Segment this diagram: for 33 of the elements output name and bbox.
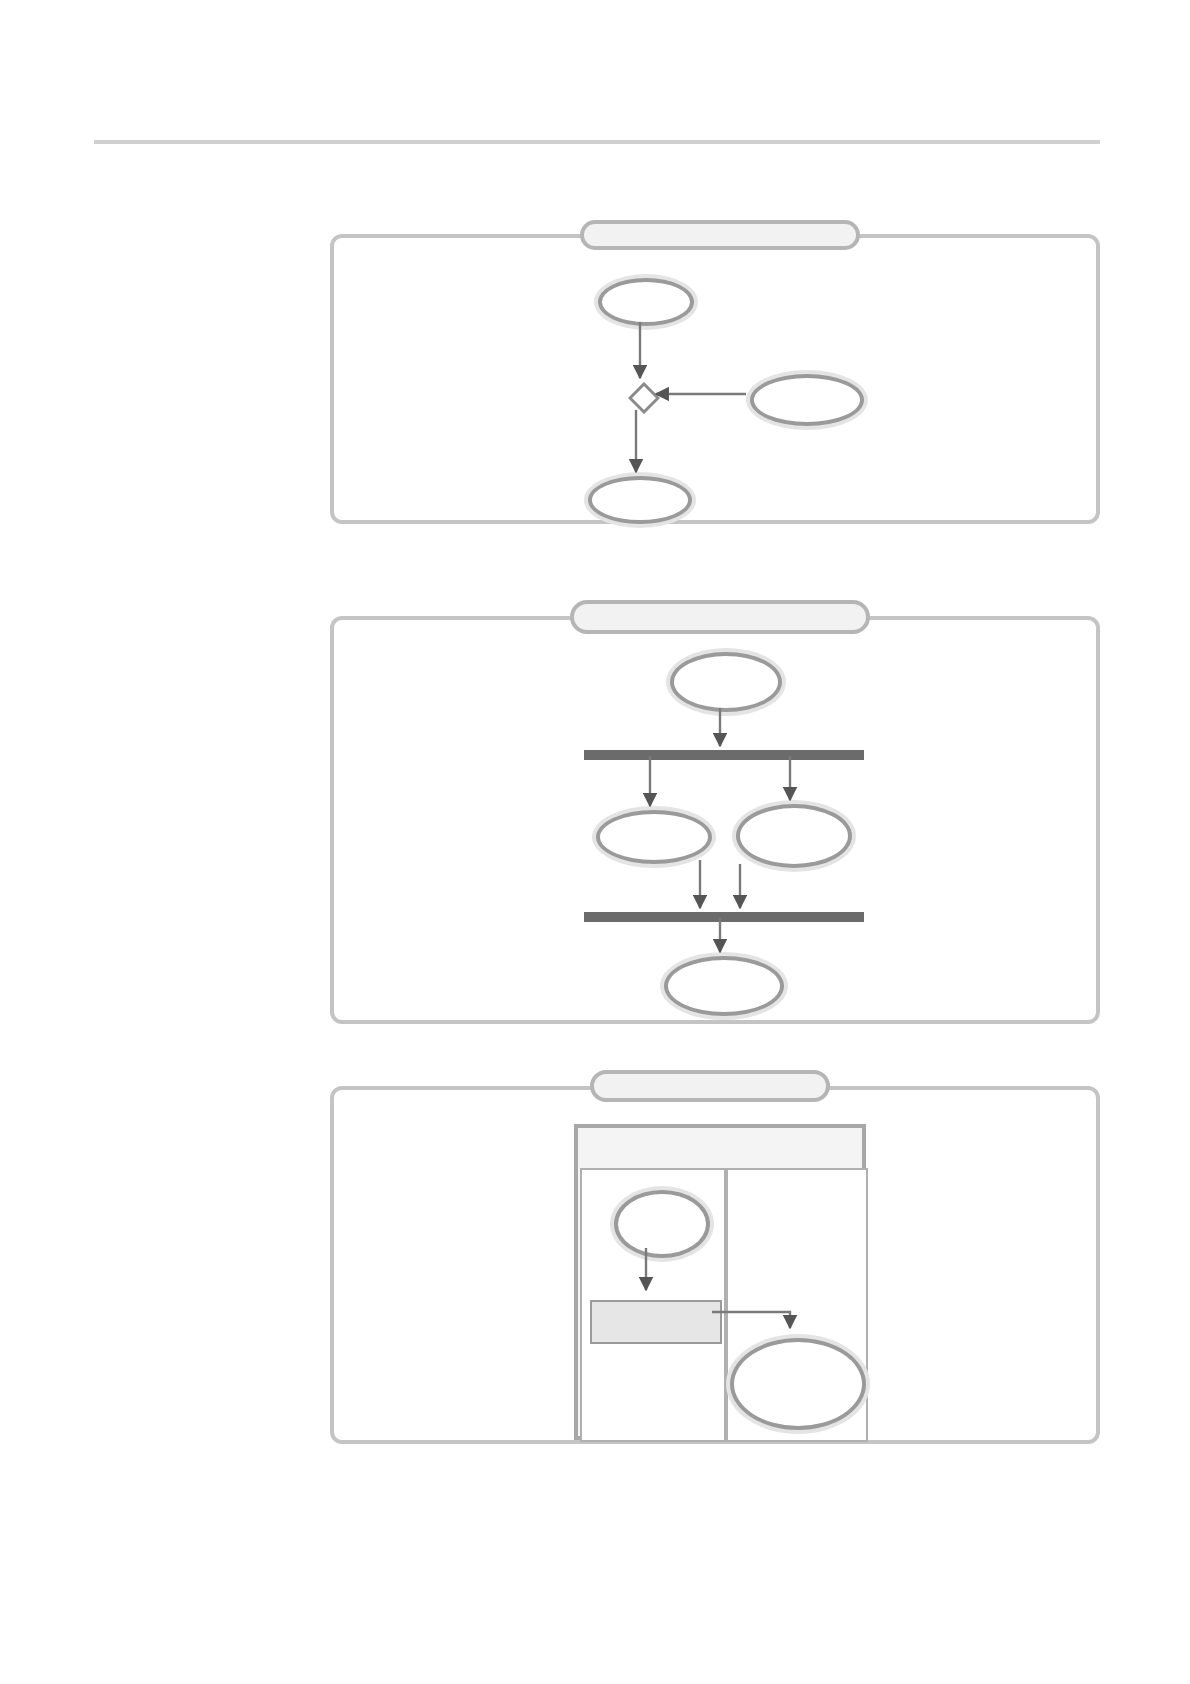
activity-oval [670, 652, 782, 712]
panel-frame [330, 616, 1100, 1024]
object-box [590, 1300, 722, 1344]
arrow [654, 386, 746, 402]
arrow [712, 918, 728, 954]
title-tab [580, 220, 860, 250]
swimlane [580, 1168, 726, 1442]
arrow [628, 410, 644, 474]
panel-frame [330, 234, 1100, 524]
sync-bar [584, 750, 864, 760]
activity-oval [750, 374, 864, 426]
activity-oval [614, 1190, 710, 1258]
swimlane [726, 1168, 868, 1442]
arrow [642, 756, 658, 808]
arrow [638, 1248, 654, 1292]
arrow [692, 860, 708, 910]
arrow [782, 756, 798, 802]
arrow [732, 864, 748, 910]
arrow [712, 1310, 798, 1330]
activity-oval [664, 956, 784, 1016]
activity-oval [596, 810, 712, 864]
arrow [712, 708, 728, 748]
activity-oval [598, 278, 694, 326]
activity-oval [730, 1338, 866, 1430]
activity-oval [588, 476, 692, 524]
activity-oval [736, 804, 852, 868]
title-tab [570, 600, 870, 634]
panel-frame [330, 1086, 1100, 1444]
title-tab [590, 1070, 830, 1102]
arrow [632, 322, 648, 380]
decision-diamond [628, 382, 660, 414]
sync-bar [584, 912, 864, 922]
swimlane-frame [574, 1124, 866, 1440]
